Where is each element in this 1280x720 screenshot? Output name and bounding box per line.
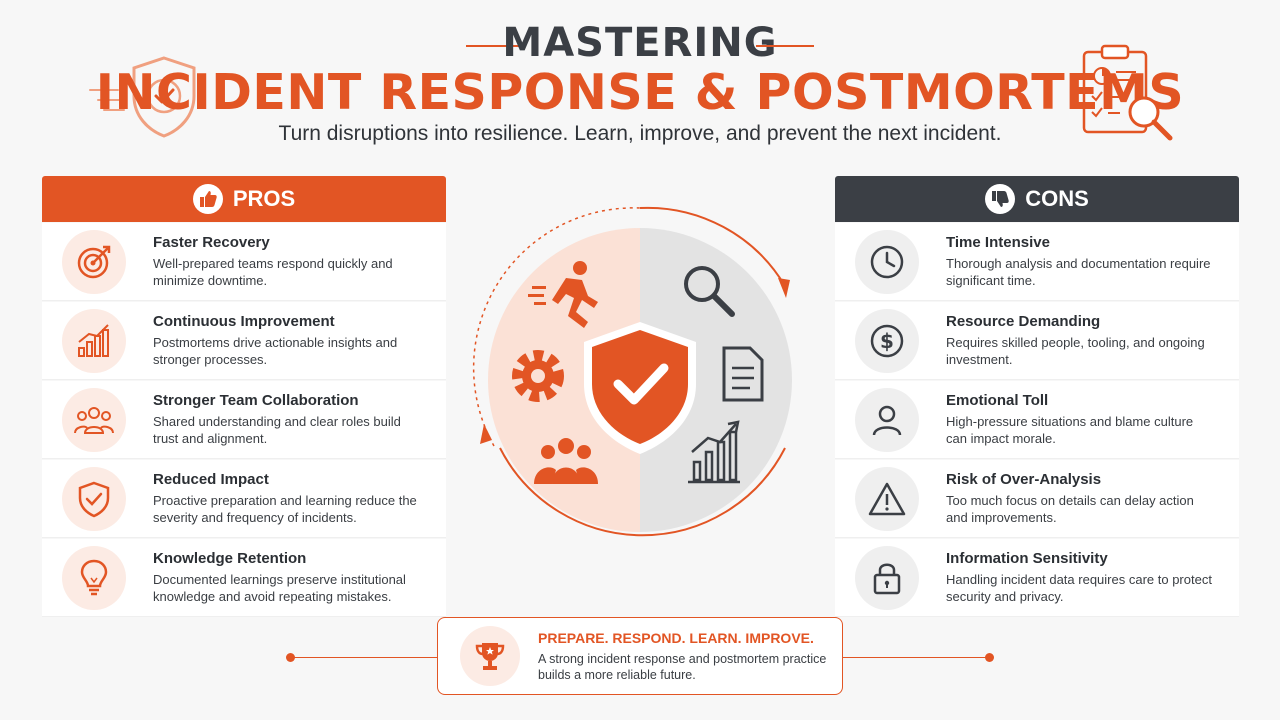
item-desc: Postmortems drive actionable insights an… — [153, 335, 398, 367]
pros-item: Faster Recovery Well-prepared teams resp… — [42, 223, 446, 301]
magnifier-icon — [684, 266, 735, 317]
item-title: Stronger Team Collaboration — [153, 392, 359, 409]
item-desc: Thorough analysis and documentation requ… — [946, 256, 1211, 288]
footer-dot-right — [985, 653, 994, 662]
item-desc: Well-prepared teams respond quickly and … — [153, 256, 393, 288]
item-desc: Proactive preparation and learning reduc… — [153, 493, 417, 525]
thumbs-down-icon — [985, 184, 1016, 214]
pros-panel: PROS Faster Recovery Well-prepared teams… — [42, 176, 446, 617]
dollar-icon: $ — [855, 308, 919, 373]
cons-item: Time Intensive Thorough analysis and doc… — [835, 223, 1239, 301]
item-desc: High-pressure situations and blame cultu… — [946, 414, 1194, 446]
lightbulb-icon — [62, 545, 126, 610]
item-desc: Documented learnings preserve institutio… — [153, 572, 406, 604]
page-subtitle: Turn disruptions into resilience. Learn,… — [278, 122, 1002, 145]
team-icon — [62, 387, 126, 452]
pros-item: Knowledge Retention Documented learnings… — [42, 539, 446, 617]
person-icon — [855, 387, 919, 452]
document-icon — [722, 346, 764, 402]
item-title: Resource Demanding — [946, 313, 1101, 330]
pros-header: PROS — [42, 176, 446, 222]
cons-label: CONS — [1025, 186, 1089, 211]
header: MASTERING INCIDENT RESPONSE & POSTMORTEM… — [0, 0, 1280, 170]
center-shield-check-icon — [584, 322, 696, 454]
thumbs-up-icon — [192, 184, 223, 214]
cons-panel: CONS Time Intensive Thorough analysis an… — [835, 176, 1239, 617]
item-title: Time Intensive — [946, 234, 1050, 251]
warning-icon — [855, 466, 919, 531]
footer-rule-right — [842, 657, 990, 658]
item-desc: Too much focus on details can delay acti… — [946, 493, 1194, 525]
running-person-icon — [528, 261, 598, 328]
eyebrow-rule-right — [756, 45, 814, 47]
item-desc: Handling incident data requires care to … — [946, 572, 1212, 604]
center-illustration — [472, 206, 792, 537]
clipboard-magnifier-icon — [1082, 44, 1173, 141]
cons-header: CONS — [835, 176, 1239, 222]
cons-item: $ Resource Demanding Requires skilled pe… — [835, 302, 1239, 380]
footer-rule-left — [290, 657, 438, 658]
growth-chart-icon — [62, 308, 126, 373]
eyebrow-rule-left — [466, 45, 524, 47]
team-icon — [534, 438, 598, 484]
shield-check-speed-icon — [89, 56, 196, 138]
item-desc: Shared understanding and clear roles bui… — [153, 414, 401, 446]
trophy-icon — [460, 626, 520, 686]
cons-item: Risk of Over-Analysis Too much focus on … — [835, 460, 1239, 538]
pros-item: Reduced Impact Proactive preparation and… — [42, 460, 446, 538]
item-title: Continuous Improvement — [153, 313, 335, 330]
lock-icon — [855, 545, 919, 610]
item-desc: Requires skilled people, tooling, and on… — [946, 335, 1205, 367]
item-title: Knowledge Retention — [153, 550, 307, 567]
target-icon — [62, 229, 126, 294]
item-title: Emotional Toll — [946, 392, 1049, 409]
item-title: Reduced Impact — [153, 471, 269, 488]
clock-icon — [855, 229, 919, 294]
eyebrow-text: MASTERING — [502, 20, 778, 66]
shield-check-icon — [62, 466, 126, 531]
pros-item: Continuous Improvement Postmortems drive… — [42, 302, 446, 380]
item-title: Risk of Over-Analysis — [946, 471, 1102, 488]
page-title: INCIDENT RESPONSE & POSTMORTEMS — [95, 64, 1185, 121]
cons-item: Information Sensitivity Handling inciden… — [835, 539, 1239, 617]
pros-item: Stronger Team Collaboration Shared under… — [42, 381, 446, 459]
bar-chart-icon — [688, 420, 740, 484]
footer-title: PREPARE. RESPOND. LEARN. IMPROVE. — [538, 629, 814, 646]
item-title: Faster Recovery — [153, 234, 270, 251]
footer-desc: A strong incident response and postmorte… — [538, 651, 827, 682]
gear-icon — [512, 350, 564, 402]
eyebrow: MASTERING — [0, 20, 1280, 66]
cons-item: Emotional Toll High-pressure situations … — [835, 381, 1239, 459]
svg-text:$: $ — [880, 329, 894, 353]
pros-label: PROS — [232, 186, 296, 211]
footer-callout: PREPARE. RESPOND. LEARN. IMPROVE. A stro… — [437, 617, 843, 695]
item-title: Information Sensitivity — [946, 550, 1108, 567]
